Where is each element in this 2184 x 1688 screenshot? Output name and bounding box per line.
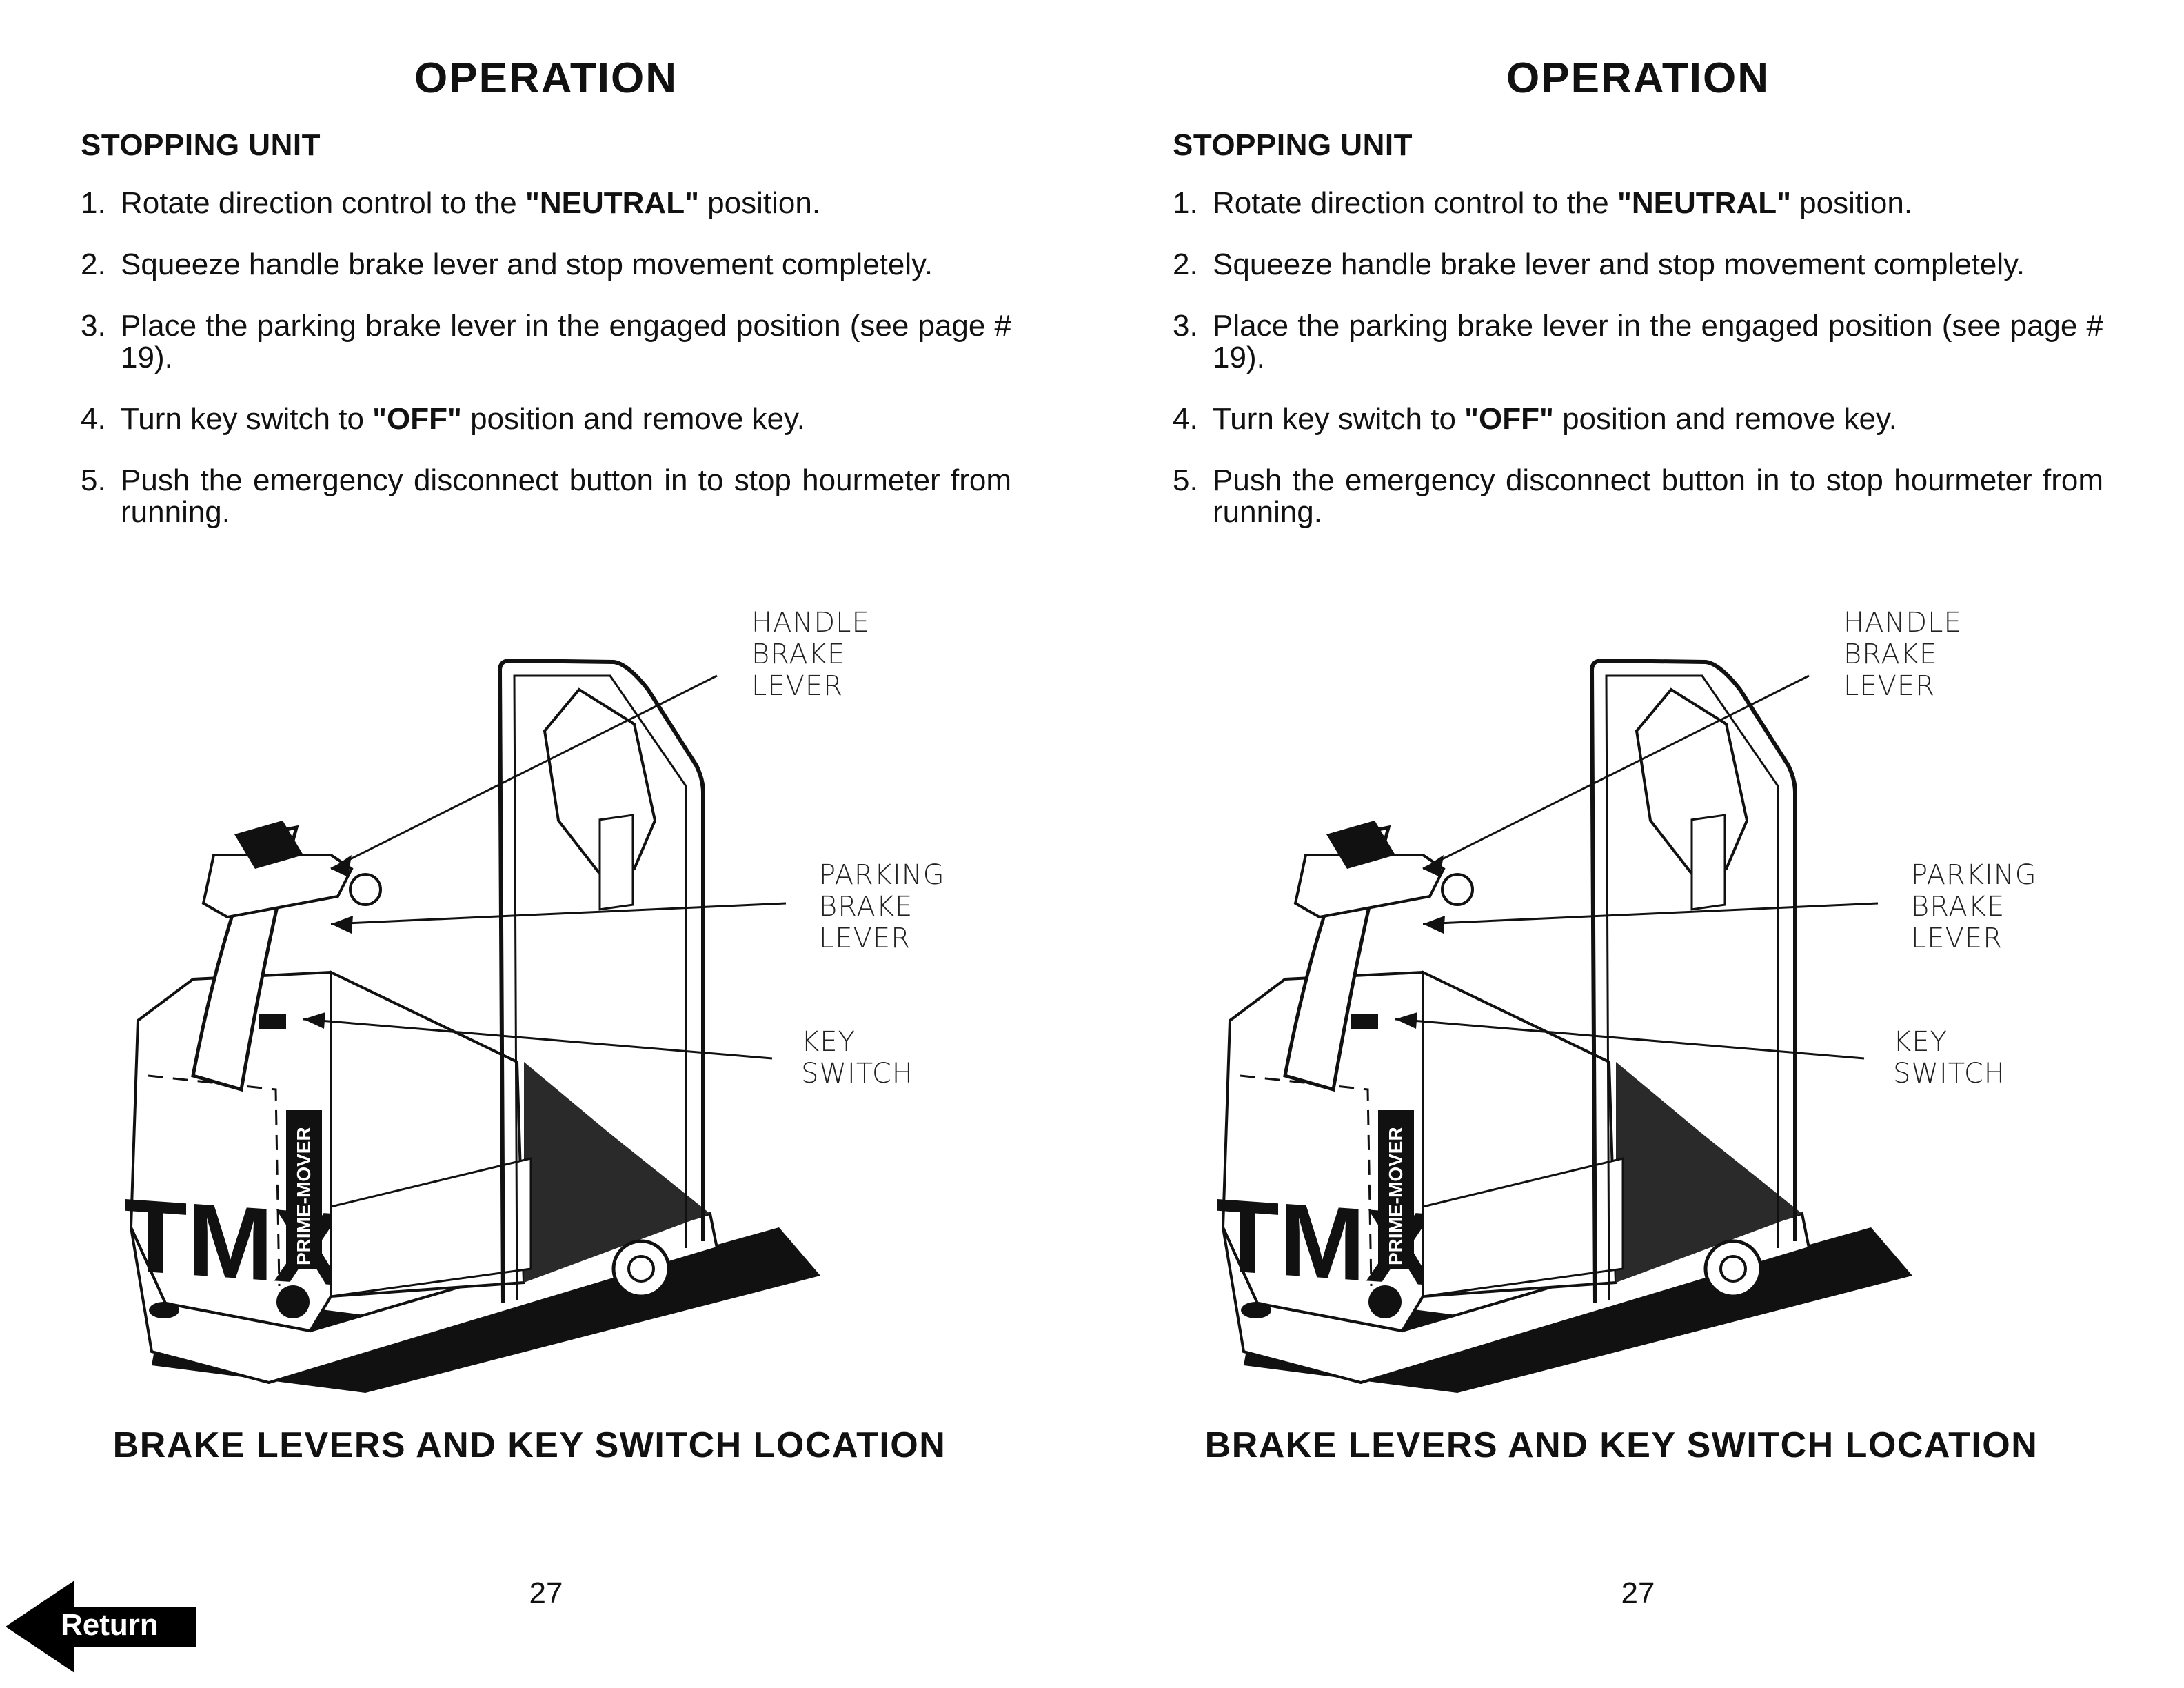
backrest-frame bbox=[497, 658, 705, 1304]
manual-holder bbox=[1690, 814, 1726, 911]
step-item: 2.Squeeze handle brake lever and stop mo… bbox=[1173, 248, 2025, 281]
figure-caption: BRAKE LEVERS AND KEY SWITCH LOCATION bbox=[1204, 1425, 2039, 1465]
leader-line-key-switch bbox=[1395, 1018, 1865, 1060]
leader-line-key-switch bbox=[303, 1018, 773, 1060]
callout-key-switch: KEY SWITCH bbox=[801, 1026, 913, 1089]
pallet-truck-illustration: TMX PRIME-MOVER HANDLE BRAKE LE bbox=[1195, 607, 2057, 1434]
handle-grip bbox=[1326, 821, 1395, 869]
step-item: 5.Push the emergency disconnect button i… bbox=[81, 463, 1011, 529]
key-switch-housing bbox=[259, 1014, 286, 1029]
pallet-truck-drawing: TMX PRIME-MOVER bbox=[124, 658, 820, 1393]
step-item: 1.Rotate direction control to the "NEUTR… bbox=[1173, 186, 1913, 220]
backrest-frame bbox=[1589, 658, 1797, 1304]
manual-holder bbox=[598, 814, 634, 911]
page-number: 27 bbox=[1621, 1576, 1655, 1610]
page-title: OPERATION bbox=[1506, 54, 1770, 102]
page-number: 27 bbox=[529, 1576, 563, 1610]
manual-page-right: OPERATION STOPPING UNIT 1.Rotate directi… bbox=[1092, 0, 2184, 1688]
logo-emblem bbox=[1241, 1302, 1271, 1318]
brand-name: PRIME-MOVER bbox=[293, 1127, 314, 1265]
load-deck bbox=[524, 1062, 710, 1283]
steps-list: 1.Rotate direction control to the "NEUTR… bbox=[81, 188, 1011, 558]
brand-name: PRIME-MOVER bbox=[1385, 1127, 1406, 1265]
control-head bbox=[201, 854, 354, 919]
return-button-label: Return bbox=[61, 1608, 159, 1642]
step-item: 4.Turn key switch to "OFF" position and … bbox=[1173, 402, 1897, 436]
figure-caption: BRAKE LEVERS AND KEY SWITCH LOCATION bbox=[112, 1425, 947, 1465]
step-item: 1.Rotate direction control to the "NEUTR… bbox=[81, 186, 821, 220]
leader-line-handle-brake bbox=[1422, 674, 1810, 870]
pallet-truck-illustration: TMX PRIME-MOVER bbox=[103, 607, 965, 1434]
step-item: 3.Place the parking brake lever in the e… bbox=[81, 309, 1011, 374]
backrest-inner-frame bbox=[513, 674, 687, 1300]
arrowhead-icon bbox=[331, 916, 353, 934]
leader-line-handle-brake bbox=[330, 674, 718, 870]
brand-stripe bbox=[286, 1110, 322, 1269]
arrowhead-icon bbox=[303, 1012, 325, 1029]
brand-emblem bbox=[276, 1285, 310, 1318]
arrowhead-icon bbox=[1423, 855, 1444, 877]
wheel-hub bbox=[1719, 1255, 1747, 1283]
leader-line-parking-brake bbox=[330, 902, 787, 925]
brand-stripe bbox=[1378, 1110, 1414, 1269]
control-knob bbox=[349, 873, 382, 906]
callout-parking-brake-lever: PARKING BRAKE LEVER bbox=[1911, 859, 2037, 954]
arrowhead-icon bbox=[331, 855, 352, 877]
wheel-hub bbox=[627, 1255, 655, 1283]
pallet-truck-drawing: TMX PRIME-MOVER bbox=[1216, 658, 1912, 1393]
arrowhead-icon bbox=[1395, 1012, 1417, 1029]
step-item: 5.Push the emergency disconnect button i… bbox=[1173, 463, 2103, 529]
control-knob bbox=[1441, 873, 1474, 906]
control-head bbox=[1293, 854, 1446, 919]
left-arrow-icon bbox=[6, 1580, 196, 1673]
page-title: OPERATION bbox=[414, 54, 678, 102]
callout-handle-brake-lever: HANDLE BRAKE LEVER bbox=[1843, 607, 1962, 702]
key-switch-housing bbox=[1351, 1014, 1378, 1029]
logo-emblem bbox=[149, 1302, 179, 1318]
step-item: 2.Squeeze handle brake lever and stop mo… bbox=[81, 248, 933, 281]
step-platform bbox=[1422, 1157, 1624, 1298]
callout-handle-brake-lever: HANDLE BRAKE LEVER bbox=[751, 607, 870, 702]
callout-key-switch: KEY SWITCH bbox=[1893, 1026, 2005, 1089]
section-heading: STOPPING UNIT bbox=[1173, 128, 1413, 162]
leader-line-parking-brake bbox=[1422, 902, 1879, 925]
panel-seam bbox=[1240, 1074, 1373, 1287]
load-deck bbox=[1616, 1062, 1802, 1283]
panel-seam bbox=[148, 1074, 281, 1287]
steps-list: 1.Rotate direction control to the "NEUTR… bbox=[1173, 188, 2103, 558]
manual-page-left: OPERATION STOPPING UNIT 1.Rotate directi… bbox=[6, 54, 1011, 1673]
callout-parking-brake-lever: PARKING BRAKE LEVER bbox=[819, 859, 945, 954]
brand-emblem bbox=[1368, 1285, 1402, 1318]
step-item: 4.Turn key switch to "OFF" position and … bbox=[81, 402, 805, 436]
section-heading: STOPPING UNIT bbox=[81, 128, 321, 162]
arrowhead-icon bbox=[1423, 916, 1445, 934]
step-item: 3.Place the parking brake lever in the e… bbox=[1173, 309, 2103, 374]
step-platform bbox=[330, 1157, 532, 1298]
handle-grip bbox=[234, 821, 303, 869]
backrest-inner-frame bbox=[1605, 674, 1779, 1300]
return-button[interactable]: Return bbox=[6, 1580, 196, 1673]
